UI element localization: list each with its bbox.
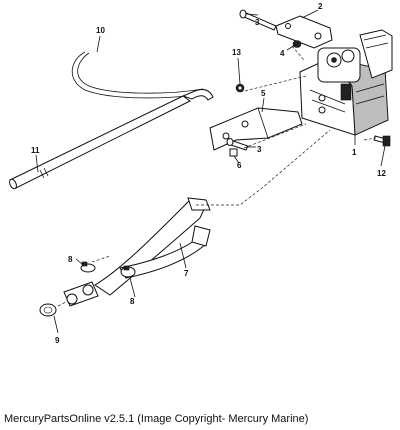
parts-diagram: 1 2 3 3 4 5 6 7 8 8 9 10 11 12 13 (9, 2, 393, 345)
callout-3-upper: 3 (255, 18, 260, 27)
copyright-caption: MercuryPartsOnline v2.5.1 (Image Copyrig… (4, 413, 309, 425)
part-8-clamp-a (80, 261, 96, 273)
callout-9: 9 (55, 336, 60, 345)
callout-8-a: 8 (68, 255, 73, 264)
part-12-bolt (373, 135, 391, 147)
part-4-washer (292, 40, 302, 48)
callout-4: 4 (280, 49, 285, 58)
part-3-bolt-upper (239, 9, 277, 31)
callouts: 1 2 3 3 4 5 6 7 8 8 9 10 11 12 13 (31, 2, 386, 345)
callout-12: 12 (377, 169, 386, 178)
part-6-screw (229, 148, 238, 157)
callout-10: 10 (96, 26, 105, 35)
part-1-pump-module (299, 29, 393, 136)
callout-3-lower: 3 (257, 145, 262, 154)
part-8-clamp-b (120, 265, 136, 278)
callout-2: 2 (318, 2, 323, 11)
callout-7: 7 (184, 269, 189, 278)
callout-1: 1 (352, 148, 357, 157)
assembly-lines (57, 45, 377, 307)
part-10-hose (71, 51, 206, 99)
part-3-bolt-lower (226, 138, 249, 151)
part-5-bracket (209, 107, 303, 151)
part-9-fitting (39, 281, 99, 317)
callout-11: 11 (31, 146, 40, 155)
leader-lines (35, 9, 386, 334)
callout-6: 6 (237, 161, 242, 170)
callout-5: 5 (261, 89, 266, 98)
part-13-grommet (235, 83, 245, 93)
part-7-hose-assembly (94, 197, 211, 296)
callout-13: 13 (232, 48, 241, 57)
part-2-bracket (275, 15, 333, 49)
callout-8-b: 8 (130, 297, 135, 306)
part-11-tube (9, 88, 214, 190)
